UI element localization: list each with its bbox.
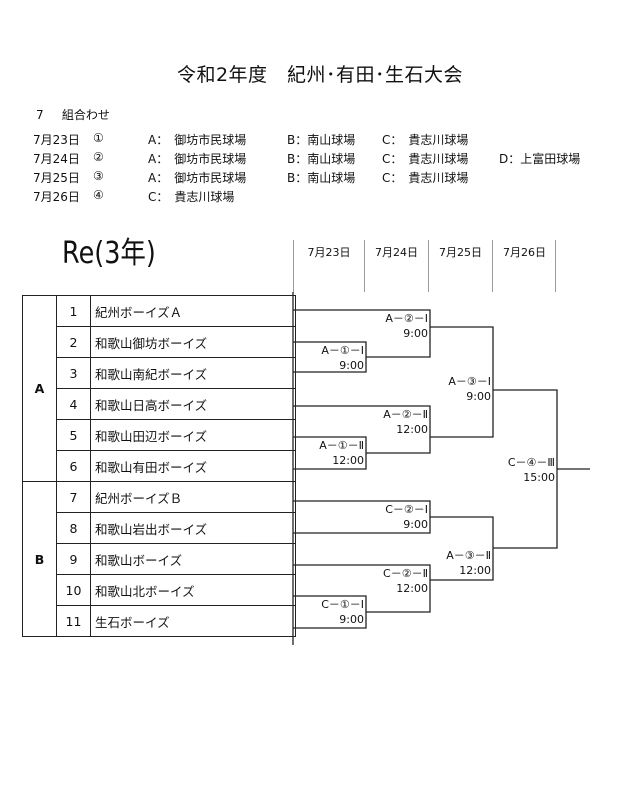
team-number: 8	[56, 512, 91, 544]
team-number: 4	[56, 388, 91, 420]
team-name: 生石ボーイズ	[90, 605, 296, 637]
schedule-venue: C： 貴志川球場	[382, 171, 469, 185]
team-number: 9	[56, 543, 91, 575]
match-code: C－①－Ⅰ	[321, 598, 364, 611]
match-time: 12:00	[459, 564, 491, 577]
match-time: 9:00	[466, 390, 491, 403]
bracket-A-2-II	[293, 405, 431, 454]
group-label: B	[22, 481, 57, 637]
team-name: 和歌山ボーイズ	[90, 543, 296, 575]
team-name: 和歌山岩出ボーイズ	[90, 512, 296, 544]
match-c-4-iii: C－④－Ⅲ 15:00	[508, 455, 555, 485]
date-column-3: 7月26日	[492, 240, 556, 292]
schedule-date: 7月26日	[33, 190, 80, 204]
schedule-date: 7月25日	[33, 171, 80, 185]
match-a-3-i: A－③－Ⅰ 9:00	[448, 374, 491, 404]
match-code: A－③－Ⅰ	[448, 375, 491, 388]
group-label: A	[22, 295, 57, 482]
schedule-round: ④	[93, 188, 104, 202]
section-number: 7	[36, 108, 44, 122]
match-code: A－①－Ⅱ	[319, 439, 364, 452]
team-name: 紀州ボーイズＢ	[90, 481, 296, 513]
match-c-2-ii: C－②－Ⅱ 12:00	[383, 566, 428, 596]
schedule-round: ②	[93, 150, 104, 164]
match-time: 9:00	[339, 613, 364, 626]
match-a-2-i: A－②－Ⅰ 9:00	[385, 311, 428, 341]
schedule-round: ①	[93, 131, 104, 145]
date-column-1: 7月24日	[364, 240, 428, 292]
bracket-C-2-II	[293, 564, 431, 613]
schedule-venue: C： 貴志川球場	[382, 133, 469, 147]
schedule-row: 7月24日 ② A： 御坊市民球場 B：南山球場 C： 貴志川球場 D：上富田球場	[33, 150, 633, 168]
match-c-1-i: C－①－Ⅰ 9:00	[321, 597, 364, 627]
schedule-date: 7月24日	[33, 152, 80, 166]
section-label: 組合わせ	[61, 108, 110, 122]
schedule-venue: C： 貴志川球場	[148, 190, 235, 204]
match-a-3-ii: A－③－Ⅱ 12:00	[446, 548, 491, 578]
match-code: A－②－Ⅰ	[385, 312, 428, 325]
match-code: C－②－Ⅰ	[385, 503, 428, 516]
match-a-2-ii: A－②－Ⅱ 12:00	[383, 407, 428, 437]
bracket-A-2-I	[293, 309, 431, 358]
match-time: 15:00	[523, 471, 555, 484]
match-a-1-i: A－①－Ⅰ 9:00	[321, 343, 364, 373]
team-number: 5	[56, 419, 91, 451]
match-time: 12:00	[396, 423, 428, 436]
team-name: 和歌山南紀ボーイズ	[90, 357, 296, 389]
bracket-A-3-I	[430, 326, 494, 438]
schedule-date: 7月23日	[33, 133, 80, 147]
match-time: 9:00	[339, 359, 364, 372]
team-name: 和歌山有田ボーイズ	[90, 450, 296, 482]
team-name: 和歌山田辺ボーイズ	[90, 419, 296, 451]
schedule-venue: B：南山球場	[287, 152, 356, 166]
match-code: C－②－Ⅱ	[383, 567, 428, 580]
match-code: A－①－Ⅰ	[321, 344, 364, 357]
match-code: A－②－Ⅱ	[383, 408, 428, 421]
match-code: A－③－Ⅱ	[446, 549, 491, 562]
bracket-title: Re(3年)	[62, 236, 156, 271]
date-column-2: 7月25日	[428, 240, 492, 292]
date-column-end	[555, 240, 556, 292]
match-time: 12:00	[396, 582, 428, 595]
schedule-venue: A： 御坊市民球場	[148, 171, 247, 185]
team-number: 2	[56, 326, 91, 358]
schedule-venue: D：上富田球場	[499, 152, 581, 166]
date-column-0: 7月23日	[293, 240, 364, 292]
team-name: 紀州ボーイズＡ	[90, 295, 296, 327]
schedule-row: 7月26日 ④ C： 貴志川球場	[33, 188, 633, 206]
team-number: 7	[56, 481, 91, 513]
schedule-round: ③	[93, 169, 104, 183]
schedule-row: 7月23日 ① A： 御坊市民球場 B：南山球場 C： 貴志川球場	[33, 131, 633, 149]
match-a-1-ii: A－①－Ⅱ 12:00	[319, 438, 364, 468]
team-name: 和歌山北ボーイズ	[90, 574, 296, 606]
page-title: 令和2年度 紀州･有田･生石大会	[176, 64, 464, 86]
match-time: 12:00	[332, 454, 364, 467]
section-heading: 7 組合わせ	[36, 106, 110, 123]
team-number: 11	[56, 605, 91, 637]
match-code: C－④－Ⅲ	[507, 456, 555, 469]
schedule-venue: A： 御坊市民球場	[148, 152, 247, 166]
schedule-venue: C： 貴志川球場	[382, 152, 469, 166]
schedule-venue: B：南山球場	[287, 133, 356, 147]
schedule-venue: B：南山球場	[287, 171, 356, 185]
schedule-venue: A： 御坊市民球場	[148, 133, 247, 147]
team-number: 6	[56, 450, 91, 482]
schedule-row: 7月25日 ③ A： 御坊市民球場 B：南山球場 C： 貴志川球場	[33, 169, 633, 187]
match-c-2-i: C－②－Ⅰ 9:00	[385, 502, 428, 532]
match-time: 9:00	[403, 518, 428, 531]
match-time: 9:00	[403, 327, 428, 340]
team-name: 和歌山御坊ボーイズ	[90, 326, 296, 358]
